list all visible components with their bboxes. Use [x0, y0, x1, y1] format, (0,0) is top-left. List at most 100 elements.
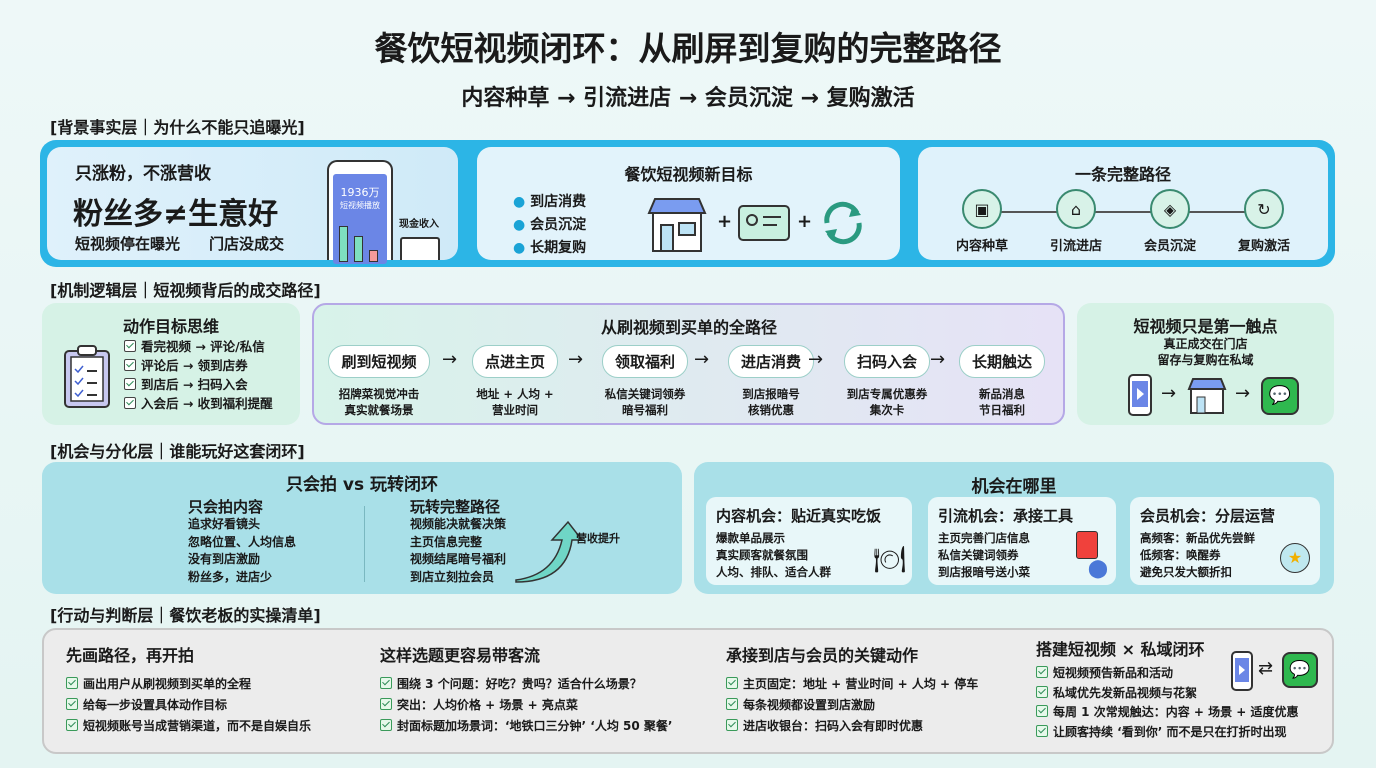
store-icon: ⌂: [1056, 189, 1096, 229]
compare-panel: 只会拍 vs 玩转闭环 只会拍内容 追求好看镜头忽略位置、人均信息没有到店激励粉…: [42, 462, 682, 594]
flow-arrow: →: [568, 349, 584, 370]
layers-icon: ◈: [1150, 189, 1190, 229]
store-icon: [647, 198, 707, 252]
action-goal-panel: 动作目标思维 看完视频 → 评论/私信 评论后 → 领到店券 到店后 → 扫码入…: [42, 303, 300, 425]
revenue-lift-label: 营收提升: [576, 532, 620, 545]
flow-step: 点进主页地址 + 人均 +营业时间: [460, 345, 570, 418]
fans-left: 短视频停在曝光: [75, 235, 181, 253]
flow-arrow: →: [442, 349, 458, 370]
phone-chart-icon: 1936万 短视频播放: [327, 160, 393, 264]
wechat-icon: 💬: [1282, 652, 1318, 688]
flow-step: 领取福利私信关键词领券暗号福利: [580, 345, 710, 418]
flow-step: 扫码入会到店专属优惠券集次卡: [822, 345, 952, 418]
goal-item: ● 长期复购: [513, 240, 587, 256]
goal-title: 餐饮短视频新目标: [624, 165, 753, 184]
cash-label: 现金收入: [399, 219, 439, 230]
plus-sign: +: [717, 211, 733, 232]
checklist-item: 突出：人均价格 + 场景 + 亮点菜: [380, 695, 672, 716]
flow-arrow: →: [930, 349, 946, 370]
opportunities-panel: 机会在哪里 内容机会：贴近真实吃饭爆款单品展示真实顾客就餐氛围人均、排队、适合人…: [694, 462, 1334, 594]
path-step-repurchase: ↻复购激活: [1224, 189, 1304, 254]
checklist-column: 这样选题更容易带客流围绕 3 个问题：好吃？贵吗？适合什么场景？突出：人均价格 …: [380, 642, 672, 737]
arrow: →: [1161, 383, 1177, 404]
video-phone-icon: [1128, 374, 1152, 416]
fans-panel: 只涨粉，不涨营收 粉丝多≠生意好 短视频停在曝光 门店没成交 1936万 短视频…: [47, 147, 458, 264]
checklist-item: 进店收银台：扫码入会有即时优惠: [726, 716, 978, 737]
checklist-item: 每条视频都设置到店激励: [726, 695, 978, 716]
checklist-column: 先画路径，再开拍画出用户从刷视频到买单的全程给每一步设置具体动作目标短视频账号当…: [66, 642, 311, 737]
fans-headline: 粉丝多≠生意好: [73, 197, 279, 232]
compare-title: 只会拍 vs 玩转闭环: [285, 475, 439, 495]
path-step-content: ▣内容种草: [942, 189, 1022, 254]
fans-kicker: 只涨粉，不涨营收: [75, 164, 211, 184]
checklist-panel: 先画路径，再开拍画出用户从刷视频到买单的全程给每一步设置具体动作目标短视频账号当…: [42, 628, 1334, 754]
dining-people-icon: 🍽: [872, 545, 906, 575]
action-goal-item: 看完视频 → 评论/私信: [124, 337, 273, 356]
flow-step: 进店消费到店报暗号核销优惠: [706, 345, 836, 418]
arrow: →: [1235, 383, 1251, 404]
checklist-item: 短视频预告新品和活动: [1036, 664, 1299, 684]
path-step-traffic: ⌂引流进店: [1036, 189, 1116, 254]
wechat-icon: 💬: [1261, 377, 1299, 415]
checklist-column: 承接到店与会员的关键动作主页固定：地址 + 营业时间 + 人均 + 停车每条视频…: [726, 642, 978, 737]
flow-arrow: →: [694, 349, 710, 370]
phone-label: 短视频播放: [340, 201, 380, 210]
cash-register-icon: [400, 237, 440, 260]
checklist-item: 画出用户从刷视频到买单的全程: [66, 674, 311, 695]
action-goal-item: 到店后 → 扫码入会: [124, 375, 273, 394]
refresh-icon: ↻: [1244, 189, 1284, 229]
checklist-item: 每周 1 次常规触达：内容 + 场景 + 适度优惠: [1036, 703, 1299, 723]
checklist-item: 私域优先发新品视频与花絮: [1036, 684, 1299, 704]
background-layer-band: 只涨粉，不涨营收 粉丝多≠生意好 短视频停在曝光 门店没成交 1936万 短视频…: [40, 140, 1335, 267]
fans-right: 门店没成交: [209, 235, 285, 253]
checklist-item: 让顾客持续 ‘看到你’ 而不是只在打折时出现: [1036, 723, 1299, 743]
clipboard-icon: [64, 345, 110, 408]
action-goal-item: 评论后 → 领到店券: [124, 356, 273, 375]
opportunities-title: 机会在哪里: [971, 477, 1057, 497]
compare-left-list: 追求好看镜头忽略位置、人均信息没有到店激励粉丝多，进店少: [188, 517, 297, 584]
section-label-action: [行动与判断层｜餐饮老板的实操清单]: [50, 606, 321, 625]
flow-step: 刷到短视频招牌菜视觉冲击真实就餐场景: [324, 345, 434, 418]
action-goal-item: 入会后 → 收到福利提醒: [124, 394, 273, 413]
member-card-icon: [738, 205, 790, 241]
opportunity-card-content: 内容机会：贴近真实吃饭爆款单品展示真实顾客就餐氛围人均、排队、适合人群🍽: [706, 497, 912, 585]
full-flow-panel: 从刷视频到买单的全路径 刷到短视频招牌菜视觉冲击真实就餐场景 → 点进主页地址 …: [312, 303, 1065, 425]
section-label-background: [背景事实层｜为什么不能只追曝光]: [50, 118, 305, 137]
goal-item: ● 到店消费: [513, 194, 587, 210]
store-icon: [1187, 378, 1227, 414]
swap-arrows-icon: ⇄: [1258, 658, 1274, 679]
section-label-opportunity: [机会与分化层｜谁能玩好这套闭环]: [50, 442, 305, 461]
checklist-column: 搭建短视频 × 私域闭环短视频预告新品和活动私域优先发新品视频与花絮每周 1 次…: [1036, 636, 1299, 742]
checklist-item: 给每一步设置具体动作目标: [66, 695, 311, 716]
location-pin-icon: ⬤: [1087, 558, 1108, 579]
opportunity-card-traffic: 引流机会：承接工具主页完善门店信息私信关键词领券到店报暗号送小菜⬤: [928, 497, 1116, 585]
goal-list: ● 到店消费 ● 会员沉淀 ● 长期复购: [513, 191, 586, 260]
action-goal-title: 动作目标思维: [122, 317, 219, 336]
compare-right-list: 视频能决就餐决策主页信息完整视频结尾暗号福利到店立刻拉会员: [410, 517, 507, 584]
checklist-item: 围绕 3 个问题：好吃？贵吗？适合什么场景？: [380, 674, 672, 695]
action-goal-list: 看完视频 → 评论/私信 评论后 → 领到店券 到店后 → 扫码入会 入会后 →…: [124, 337, 273, 413]
member-star-icon: ★: [1280, 543, 1310, 573]
first-touch-panel: 短视频只是第一触点 真正成交在门店留存与复购在私域 → → 💬: [1077, 303, 1334, 425]
checklist-item: 主页固定：地址 + 营业时间 + 人均 + 停车: [726, 674, 978, 695]
checklist-item: 短视频账号当成营销渠道，而不是自娱自乐: [66, 716, 311, 737]
refresh-icon: [824, 201, 862, 245]
video-phone-icon: [1231, 651, 1253, 691]
red-packet-icon: [1076, 531, 1098, 559]
checklist-item: 封面标题加场景词：‘地铁口三分钟’ ‘人均 50 聚餐’: [380, 716, 672, 737]
compare-left-title: 只会拍内容: [188, 498, 264, 516]
page-subtitle: 内容种草 → 引流进店 → 会员沉淀 → 复购激活: [461, 86, 915, 111]
flow-step: 长期触达新品消息节日福利: [942, 345, 1062, 418]
first-touch-title: 短视频只是第一触点: [1133, 317, 1278, 336]
full-flow-title: 从刷视频到买单的全路径: [600, 318, 777, 337]
path-step-member: ◈会员沉淀: [1130, 189, 1210, 254]
flow-arrow: →: [808, 349, 824, 370]
goal-item: ● 会员沉淀: [513, 217, 587, 233]
image-icon: ▣: [962, 189, 1002, 229]
phone-number: 1936万: [340, 186, 380, 199]
page-title: 餐饮短视频闭环：从刷屏到复购的完整路径: [374, 29, 1002, 68]
compare-right-title: 玩转完整路径: [410, 498, 501, 516]
growth-arrow-icon: [515, 520, 584, 583]
full-path-panel: 一条完整路径 ▣内容种草 ⌂引流进店 ◈会员沉淀 ↻复购激活: [918, 147, 1328, 260]
section-label-mechanism: [机制逻辑层｜短视频背后的成交路径]: [50, 281, 321, 300]
